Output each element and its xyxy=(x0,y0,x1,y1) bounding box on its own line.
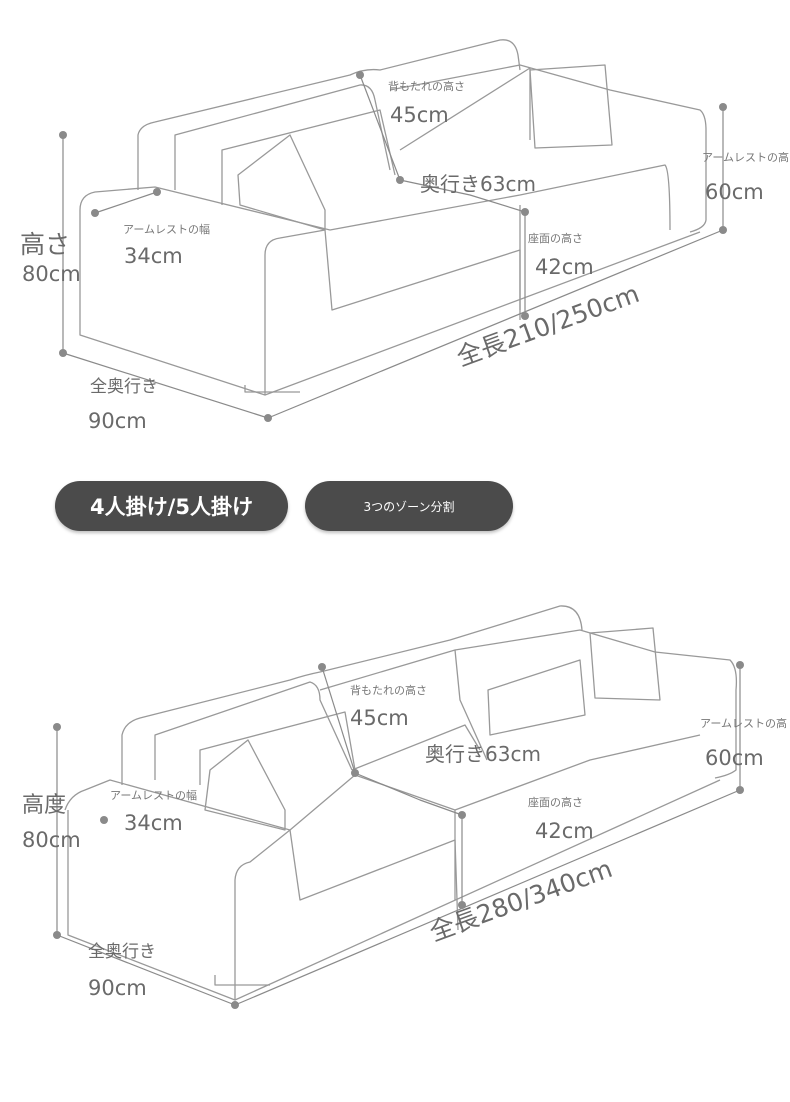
total-depth-value: 90cm xyxy=(88,976,147,1000)
seat-height-label: 座面の高さ xyxy=(528,232,583,245)
armrest-width-label: アームレストの幅 xyxy=(110,789,198,802)
seat-height-value: 42cm xyxy=(535,255,594,279)
backrest-height-value: 45cm xyxy=(390,103,449,127)
seats-option-button[interactable]: 4人掛け/5人掛け xyxy=(55,481,288,531)
armrest-height-value: 60cm xyxy=(705,180,764,204)
sofa-large-drawing xyxy=(64,605,738,1001)
backrest-height-label: 背もたれの高さ xyxy=(350,684,427,697)
sofa-small-dimension-dots xyxy=(59,71,727,422)
armrest-height-label: アームレストの高さ xyxy=(702,152,790,163)
sofa-small-drawing xyxy=(79,39,707,396)
total-depth-label: 全奥行き xyxy=(88,942,156,962)
armrest-height-value: 60cm xyxy=(705,746,764,770)
total-depth-value: 90cm xyxy=(88,409,147,433)
seats-option-label: 4人掛け/5人掛け xyxy=(90,495,253,519)
seat-height-label: 座面の高さ xyxy=(528,796,583,809)
zones-option-label: 3つのゾーン分割 xyxy=(363,499,455,514)
seat-depth: 奥行き63cm xyxy=(420,172,536,196)
seat-height-value: 42cm xyxy=(535,819,594,843)
armrest-width-value: 34cm xyxy=(124,811,183,835)
seat-depth: 奥行き63cm xyxy=(425,742,541,766)
backrest-height-label: 背もたれの高さ xyxy=(388,80,465,93)
armrest-width-value: 34cm xyxy=(124,244,183,268)
armrest-width-label: アームレストの幅 xyxy=(123,223,211,236)
height-label: 高さ xyxy=(20,230,71,259)
sofa-small-dimension-lines xyxy=(62,74,724,419)
zones-option-button[interactable]: 3つのゾーン分割 xyxy=(305,481,513,531)
sofa-large-dimension-dots xyxy=(53,661,744,1009)
total-depth-label: 全奥行き xyxy=(90,377,158,397)
height-value: 80cm xyxy=(22,262,81,286)
height-label: 高度 xyxy=(22,793,67,818)
backrest-height-value: 45cm xyxy=(350,706,409,730)
armrest-height-label: アームレストの高さ xyxy=(700,718,788,729)
height-value: 80cm xyxy=(22,828,81,852)
